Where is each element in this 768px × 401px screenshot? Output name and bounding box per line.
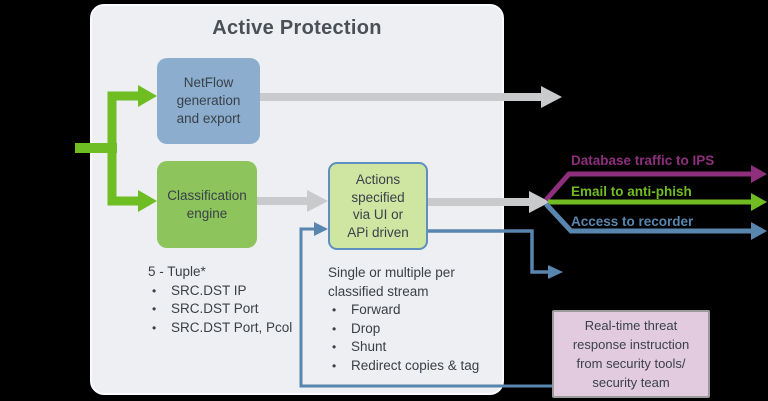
box-label-line: APi driven — [347, 224, 409, 240]
list-item: • Forward — [328, 301, 479, 320]
box-label-line: generation — [176, 93, 241, 108]
list-item-label: Shunt — [351, 339, 387, 354]
realtime-threat-response-box: Real-time threat response instruction fr… — [552, 310, 710, 398]
netflow-box: NetFlow generation and export — [157, 58, 260, 144]
bullet-icon: • — [332, 303, 337, 317]
actions-side-output-arrowhead-icon — [548, 265, 563, 279]
list-item-label: SRC.DST IP — [171, 282, 247, 298]
page-title: Active Protection — [212, 17, 382, 39]
list-item-label: Forward — [351, 302, 401, 317]
list-heading: 5 - Tuple* — [148, 264, 206, 279]
stream-actions-list: Single or multiple per classified stream… — [328, 264, 479, 375]
box-label-line: Actions — [355, 172, 401, 187]
box-label-line: from security tools/ — [576, 356, 686, 371]
box-label-line: via UI or — [352, 207, 404, 222]
list-item-label: SRC.DST Port, Pcol — [171, 319, 293, 335]
box-label-line: Classification — [167, 187, 247, 203]
tuple-list-heading: 5 - Tuple* — [148, 263, 292, 282]
box-label-line: engine — [186, 205, 228, 221]
box-label-line: response instruction — [572, 337, 690, 352]
list-item: • Drop — [328, 320, 479, 339]
actions-box: Actions specified via UI or APi driven — [328, 162, 428, 250]
output-label-database-ips: Database traffic to IPS — [571, 153, 715, 168]
list-item: • SRC.DST IP — [148, 282, 292, 301]
stream-list-heading: classified stream — [328, 283, 479, 302]
bullet-icon: • — [332, 340, 337, 354]
box-label-line: Real-time threat — [584, 318, 678, 333]
box-label-line: security team — [592, 375, 670, 390]
list-item: • Redirect copies & tag — [328, 357, 479, 376]
list-heading-line: classified stream — [328, 283, 429, 299]
classification-engine-box: Classification engine — [157, 161, 257, 248]
bullet-icon: • — [332, 321, 337, 336]
ips-output-arrowhead-icon — [751, 165, 767, 183]
actions-output-arrowhead-icon — [529, 191, 550, 213]
box-label-line: specified — [351, 189, 405, 205]
antiphish-output-arrowhead-icon — [751, 193, 767, 211]
list-item: • SRC.DST Port — [148, 300, 292, 319]
list-item-label: Drop — [351, 320, 381, 336]
list-item: • Shunt — [328, 338, 479, 357]
bullet-icon: • — [152, 283, 157, 298]
bullet-icon: • — [332, 358, 337, 373]
output-label-access-recorder: Access to recorder — [571, 214, 694, 229]
list-item-label: Redirect copies & tag — [351, 357, 480, 373]
recorder-output-arrowhead-icon — [751, 222, 767, 240]
output-label-email-antiphish: Email to anti-phish — [571, 184, 692, 199]
list-item: • SRC.DST Port, Pcol — [148, 319, 292, 338]
bullet-icon: • — [152, 320, 157, 335]
stream-list-heading: Single or multiple per — [328, 264, 479, 283]
list-item-label: SRC.DST Port — [171, 301, 259, 316]
box-label-line: NetFlow — [183, 75, 234, 90]
box-label-line: and export — [176, 111, 241, 126]
netflow-output-arrowhead-icon — [541, 86, 562, 108]
tuple-list: 5 - Tuple* • SRC.DST IP • SRC.DST Port •… — [148, 263, 292, 337]
list-heading-line: Single or multiple per — [328, 265, 455, 280]
bullet-icon: • — [152, 302, 157, 316]
